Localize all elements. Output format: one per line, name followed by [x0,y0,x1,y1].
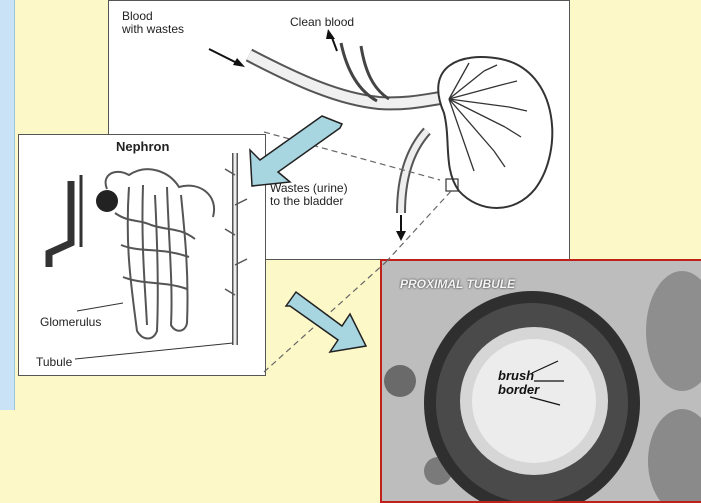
tubule-pointer [75,343,233,359]
cell-nucleus [384,365,416,397]
nephron-loops [115,185,195,339]
nephron-illustration [19,135,265,375]
connector-dashed-2 [264,262,386,372]
blue-arrow-to-micrograph [286,292,366,352]
blood-with-wastes-label: Blood with wastes [122,10,184,36]
left-accent-strip [0,0,15,410]
wastes-label: Wastes (urine) to the bladder [270,182,348,208]
tubule-lumen [472,339,596,463]
glomerulus-label: Glomerulus [40,316,101,329]
nephron-title: Nephron [116,140,169,153]
proximal-tubule-label: PROXIMAL TUBULE [400,277,515,291]
clean-blood-label: Clean blood [290,16,354,29]
glomerulus-ball [96,190,118,212]
micrograph-panel: PROXIMAL TUBULE brush border [380,259,701,503]
blood-label-line2: with wastes [122,23,184,36]
kidney-outline [438,57,552,208]
tubule-label: Tubule [36,356,72,369]
brush-border-label: brush border [498,369,539,397]
proximal-loop [106,169,215,217]
micrograph-image [382,261,701,501]
nephron-panel [18,134,266,376]
brush-label-line1: brush [498,369,539,383]
brush-label-line2: border [498,383,539,397]
afferent-vessel [49,181,71,267]
glomerulus-pointer [77,303,123,311]
wastes-label-line2: to the bladder [270,195,348,208]
